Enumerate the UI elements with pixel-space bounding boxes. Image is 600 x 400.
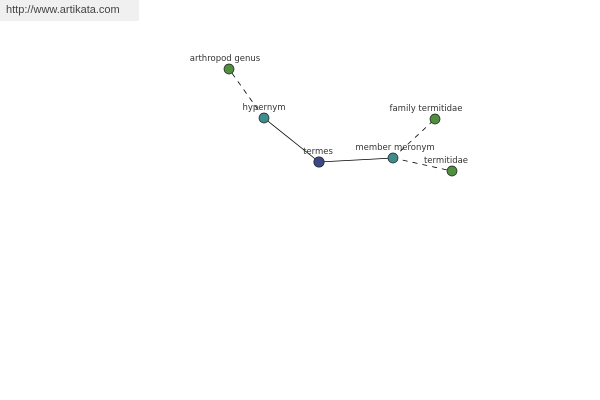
edge-termes-member-meronym <box>318 157 394 163</box>
node-label-family-termitidae: family termitidae <box>389 104 462 114</box>
node-termitidae[interactable] <box>446 165 458 177</box>
node-hypernym[interactable] <box>258 112 270 124</box>
edges-layer <box>228 68 453 172</box>
node-label-termes: termes <box>303 147 333 157</box>
node-family-termitidae[interactable] <box>429 113 441 125</box>
node-label-arthropod-genus: arthropod genus <box>190 54 261 64</box>
edge-hypernym-arthropod-genus <box>228 68 265 119</box>
site-url-watermark: http://www.artikata.com <box>0 0 139 21</box>
edge-member-meronym-termitidae <box>392 157 453 172</box>
labels-layer: termes hypernym member meronym arthropod ge… <box>190 54 468 166</box>
node-label-hypernym: hypernym <box>242 103 285 113</box>
node-label-termitidae: termitidae <box>424 156 468 166</box>
edge-termes-hypernym <box>263 117 320 163</box>
node-label-member-meronym: member meronym <box>355 143 434 153</box>
node-arthropod-genus[interactable] <box>223 63 235 75</box>
node-member-meronym[interactable] <box>387 152 399 164</box>
nodes-layer <box>223 63 458 177</box>
node-termes[interactable] <box>313 156 325 168</box>
